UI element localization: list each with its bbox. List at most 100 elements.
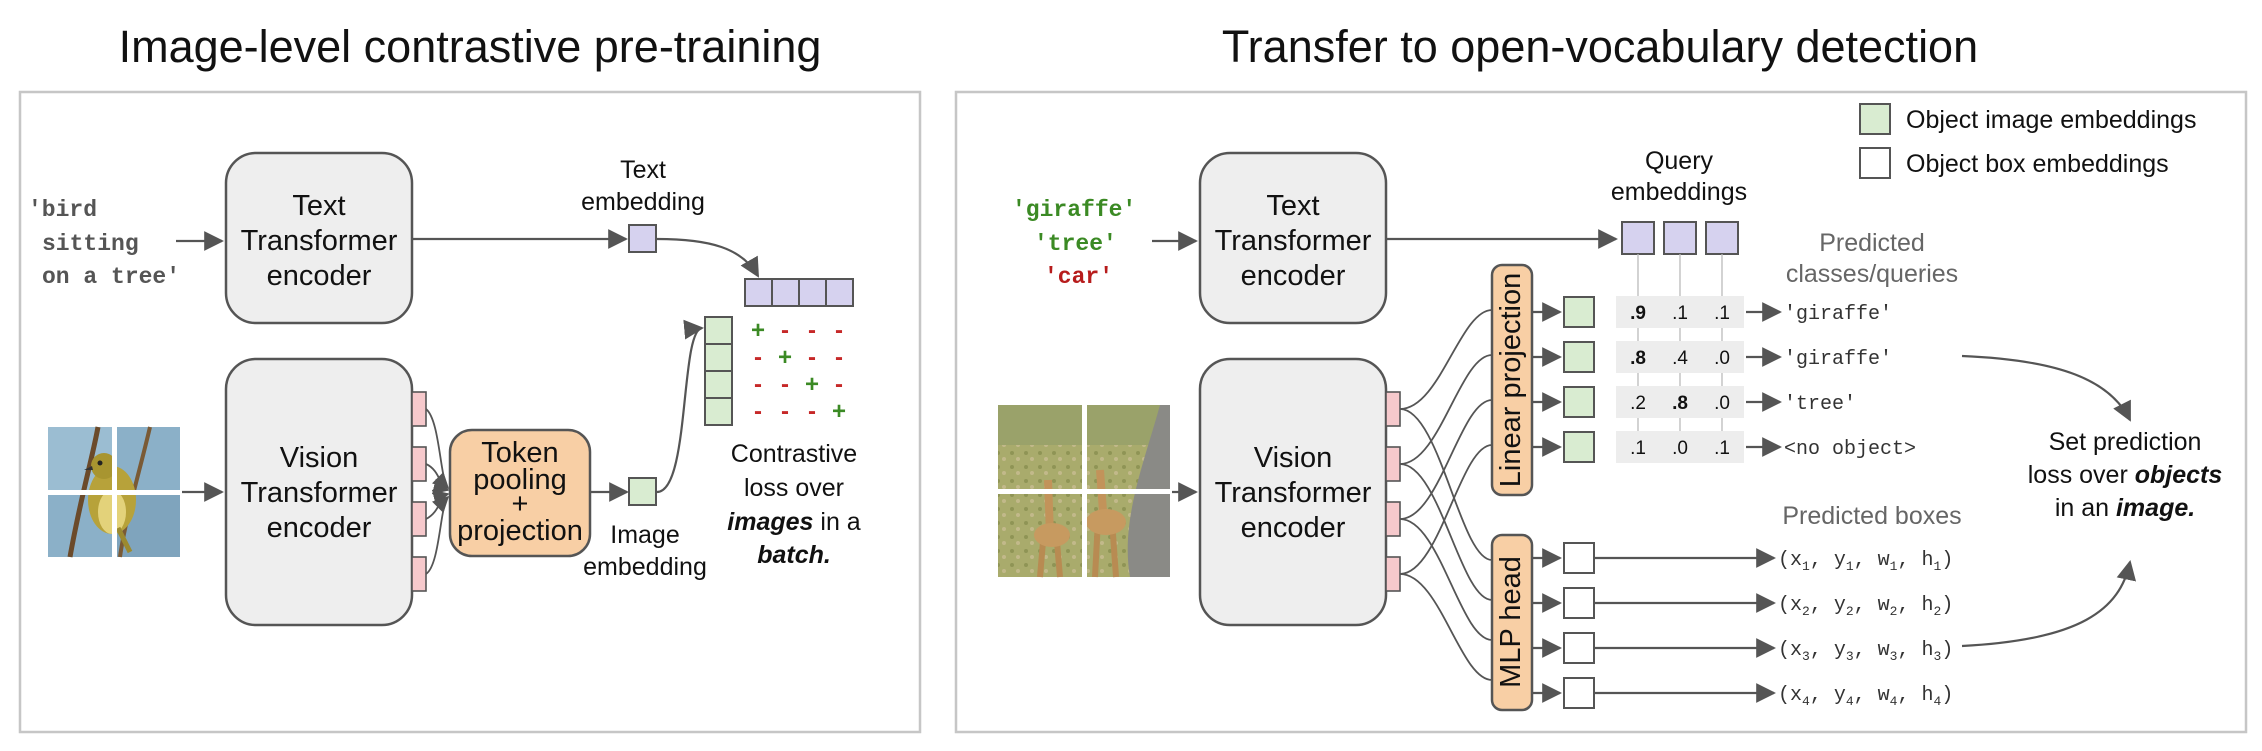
contrast-matrix: +----+----+----+ [751, 317, 846, 425]
token-to-mlp-line [1399, 573, 1493, 681]
left-image-embedding-label: Image embedding [583, 521, 707, 581]
svg-text:Linear projection: Linear projection [1495, 273, 1527, 487]
positive-pair-mark: + [805, 371, 819, 398]
svg-text:batch.: batch. [757, 541, 831, 569]
mlp-head: MLP head [1490, 533, 1534, 712]
predicted-box-coords: (x1, y1, w1, h1) [1778, 549, 1953, 574]
bird-image [48, 426, 180, 558]
svg-text:loss over objects: loss over objects [2028, 461, 2223, 489]
predicted-class-label: 'giraffe' [1784, 303, 1892, 326]
svg-text:classes/queries: classes/queries [1786, 260, 1958, 288]
left-text-encoder: Text Transformer encoder [224, 151, 414, 325]
legend: Object image embeddings Object box embed… [1859, 103, 2196, 179]
right-title: Transfer to open-vocabulary detection [1222, 21, 1978, 72]
object-image-embedding [1563, 386, 1595, 418]
negative-pair-mark: - [781, 317, 789, 344]
token-to-mlp-line [1399, 408, 1493, 561]
negative-pair-mark: - [754, 371, 762, 398]
left-output-tokens [411, 391, 427, 592]
predicted-box-coords: (x4, y4, w4, h4) [1778, 684, 1953, 709]
negative-pair-mark: - [781, 371, 789, 398]
svg-text:+: + [512, 488, 529, 520]
query-text: 'car' [1044, 264, 1113, 290]
left-token-to-pooling-lines [425, 408, 450, 575]
svg-text:loss over: loss over [744, 474, 844, 502]
predicted-box-coords: (x3, y3, w3, h3) [1778, 639, 1953, 664]
score-row-bg [1616, 341, 1744, 373]
positive-pair-mark: + [832, 398, 846, 425]
right-output-tokens [1385, 391, 1401, 592]
object-image-embedding [1563, 341, 1595, 373]
predicted-class-label: <no object> [1784, 438, 1916, 461]
negative-pair-mark: - [754, 344, 762, 371]
object-box-embedding [1563, 542, 1595, 574]
left-panel [18, 90, 922, 734]
svg-text:encoder: encoder [267, 512, 372, 544]
legend-box-swatch [1859, 147, 1891, 179]
right-panel [954, 90, 2248, 734]
negative-pair-mark: - [754, 398, 762, 425]
left-text-embedding-batch [744, 278, 854, 307]
linear-projection: Linear projection [1490, 263, 1534, 497]
svg-text:in an image.: in an image. [2055, 494, 2195, 522]
object-box-embedding [1563, 587, 1595, 619]
svg-text:Object image embeddings: Object image embeddings [1906, 106, 2196, 134]
svg-text:images in a: images in a [727, 508, 861, 536]
negative-pair-mark: - [808, 344, 816, 371]
score-value: .4 [1672, 348, 1688, 369]
svg-text:Contrastive: Contrastive [731, 440, 857, 468]
left-text-embedding [628, 224, 657, 253]
query-text: 'tree' [1034, 231, 1117, 257]
score-value: .8 [1672, 393, 1688, 414]
score-row-bg [1616, 431, 1744, 463]
token-to-mlp-line [1399, 463, 1493, 601]
negative-pair-mark: - [835, 344, 843, 371]
token-fan-lines [1399, 309, 1493, 681]
svg-text:Set prediction: Set prediction [2049, 428, 2202, 456]
object-box-embedding [1563, 632, 1595, 664]
svg-text:Transformer: Transformer [1215, 477, 1372, 509]
set-prediction-loss-text: Set prediction loss over objects in an i… [2028, 428, 2223, 522]
left-text-embedding-label: Text embedding [581, 156, 705, 216]
object-box-embedding [1563, 677, 1595, 709]
negative-pair-mark: - [781, 398, 789, 425]
negative-pair-mark: - [808, 317, 816, 344]
svg-text:projection: projection [457, 515, 583, 547]
score-value: .1 [1714, 438, 1730, 459]
query-texts: 'giraffe''tree''car' [1012, 197, 1136, 290]
negative-pair-mark: - [835, 317, 843, 344]
class-prediction-rows: .9.1.1'giraffe'.8.4.0'giraffe'.2.8.0'tre… [1532, 296, 1916, 463]
svg-text:encoder: encoder [267, 260, 372, 292]
query-embeddings-label: Query embeddings [1611, 147, 1747, 206]
svg-text:'bird: 'bird [28, 197, 97, 223]
svg-text:Object box embeddings: Object box embeddings [1906, 150, 2169, 178]
contrastive-loss-text: Contrastive loss over images in a batch. [727, 440, 861, 569]
svg-text:sitting: sitting [42, 231, 139, 257]
object-image-embedding [1563, 431, 1595, 463]
score-value: .0 [1672, 438, 1688, 459]
svg-text:embeddings: embeddings [1611, 178, 1747, 206]
token-to-projection-line [1399, 399, 1493, 520]
left-image-embedding-batch [704, 316, 733, 426]
negative-pair-mark: - [808, 398, 816, 425]
svg-text:Transformer: Transformer [1215, 225, 1372, 257]
token-to-projection-line [1399, 444, 1493, 575]
svg-text:on a tree': on a tree' [42, 264, 180, 290]
predicted-class-label: 'giraffe' [1784, 348, 1892, 371]
score-row-bg [1616, 296, 1744, 328]
right-vision-encoder: Vision Transformer encoder [1198, 357, 1388, 627]
left-text-to-matrix-arrow [656, 237, 759, 278]
positive-pair-mark: + [778, 344, 792, 371]
query-embeddings [1621, 221, 1739, 255]
left-input-text: 'bird sitting on a tree' [28, 197, 180, 290]
object-image-embedding [1563, 296, 1595, 328]
score-value: .9 [1630, 303, 1646, 324]
score-value: .1 [1714, 303, 1730, 324]
positive-pair-mark: + [751, 317, 765, 344]
svg-text:pooling: pooling [473, 464, 567, 496]
right-text-encoder: Text Transformer encoder [1198, 151, 1388, 325]
predicted-box-coords: (x2, y2, w2, h2) [1778, 594, 1953, 619]
svg-text:Query: Query [1645, 147, 1714, 175]
legend-image-swatch [1859, 103, 1891, 135]
svg-text:Transformer: Transformer [241, 225, 398, 257]
